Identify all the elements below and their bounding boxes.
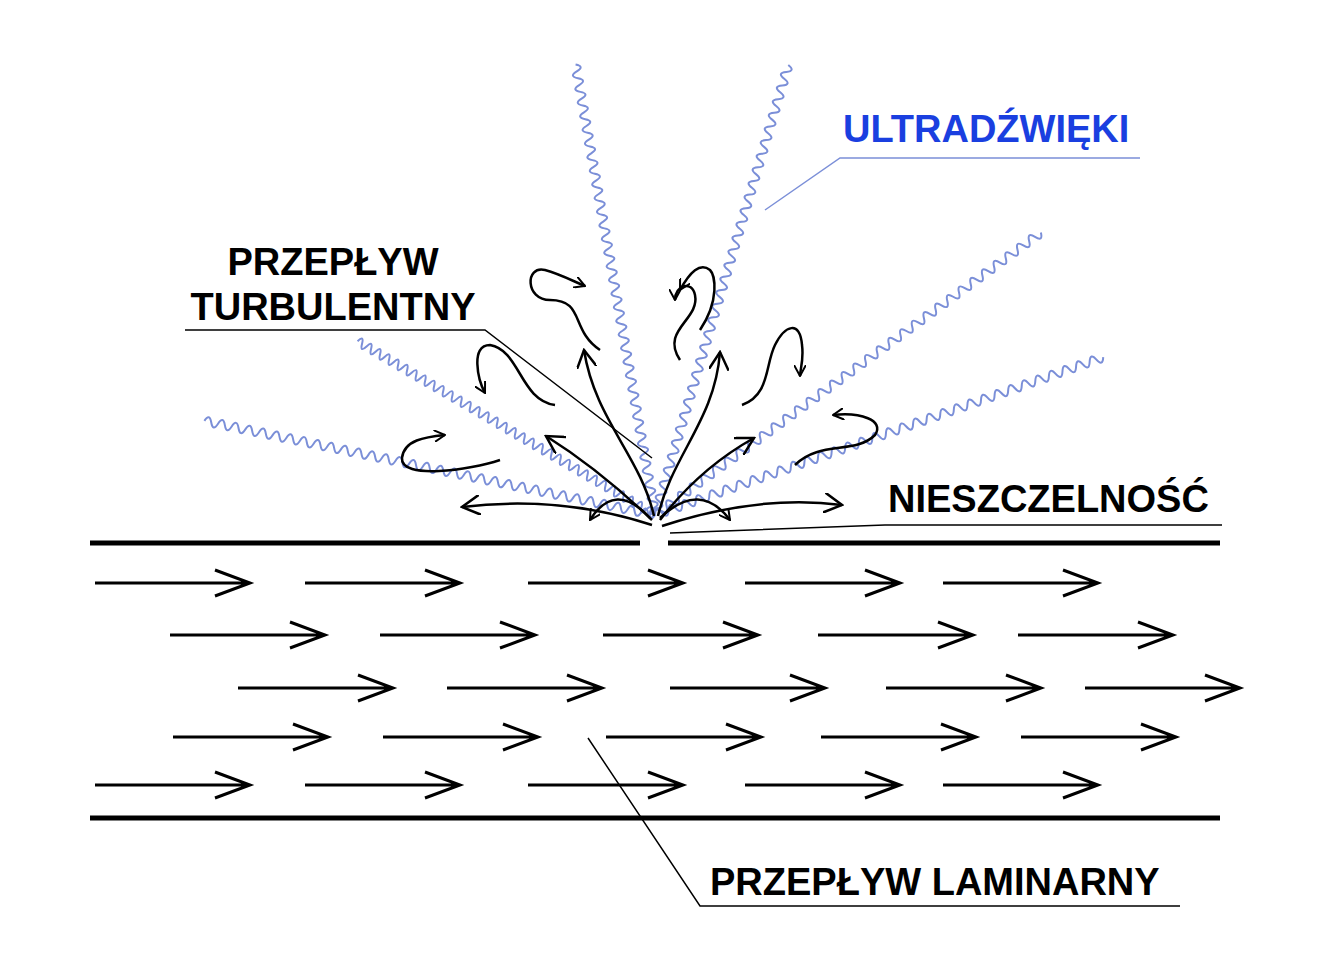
turbulent-flow-label: PRZEPŁYW TURBULENTNY <box>173 240 493 330</box>
laminar-arrows <box>95 570 1240 798</box>
pipe-walls <box>90 543 1220 818</box>
leak-label: NIESZCZELNOŚĆ <box>888 477 1209 522</box>
laminar-flow-label: PRZEPŁYW LAMINARNY <box>710 860 1160 905</box>
ultrasound-label: ULTRADŹWIĘKI <box>843 107 1129 152</box>
